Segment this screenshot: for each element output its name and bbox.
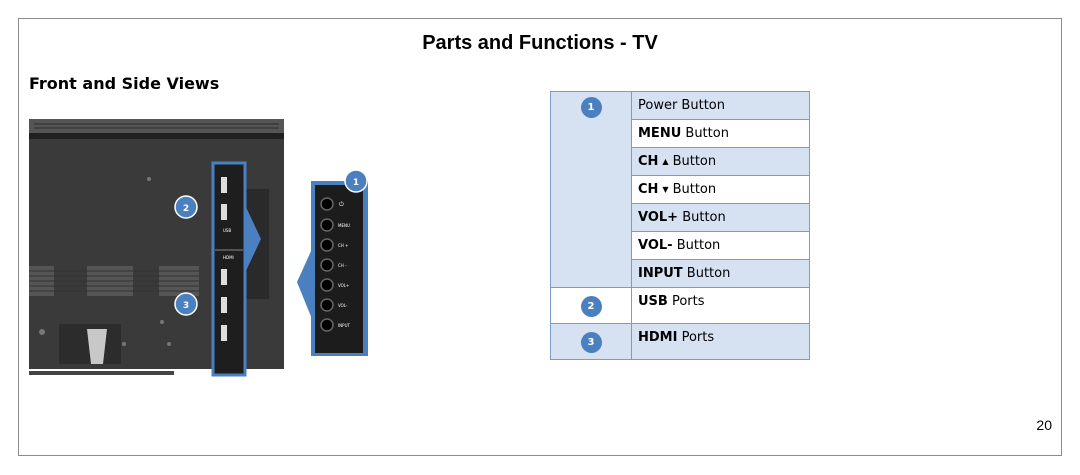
table-row: 2 USB Ports (550, 287, 810, 324)
table-row: VOL+ Button (551, 203, 810, 232)
part-label: CH▲Button (631, 147, 810, 176)
usb-port-label: USB (223, 228, 231, 233)
table-row: 1 Power Button (550, 91, 810, 288)
table-row: 3 HDMI Ports (550, 323, 810, 360)
port-panel (211, 161, 247, 377)
group-number-cell: 3 (550, 323, 632, 360)
tv-stand-neck (87, 329, 107, 364)
panel-label-menu: MENU (338, 223, 350, 228)
panel-label-ch-down: CH - (338, 263, 347, 268)
table-row: MENU Button (551, 119, 810, 148)
panel-label-input: INPUT (338, 323, 351, 328)
callout-badge-1: 1 (344, 169, 368, 193)
tv-rear-illustration: USB HDMI ⏻ MENU CH + CH - VOL+ VOL- INPU… (29, 119, 368, 377)
number-badge: 3 (580, 332, 602, 353)
part-label: VOL+ Button (631, 203, 810, 232)
group-number-cell: 2 (550, 287, 632, 324)
callout-badge-3: 3 (174, 292, 198, 316)
triangle-down-icon: ▼ (662, 185, 669, 194)
part-label: USB Ports (631, 287, 810, 324)
part-label: VOL- Button (631, 231, 810, 260)
callout-arrow-buttons (297, 249, 312, 319)
svg-text:2: 2 (183, 204, 189, 214)
part-label: HDMI Ports (631, 323, 810, 360)
page-title: Parts and Functions - TV (422, 32, 658, 54)
panel-label-vol-down: VOL- (338, 303, 348, 308)
part-label: MENU Button (631, 119, 810, 148)
number-badge: 2 (580, 296, 602, 317)
part-label: INPUT Button (631, 259, 810, 288)
section-heading: Front and Side Views (29, 74, 220, 93)
number-badge: 1 (580, 97, 602, 118)
table-row: CH▲Button (551, 147, 810, 176)
manual-page: Parts and Functions - TV Front and Side … (18, 18, 1062, 456)
table-row: CH▼Button (551, 175, 810, 204)
callout-arrow-ports (245, 205, 261, 273)
page-number: 20 (1036, 417, 1052, 433)
group-number-cell: 1 (550, 91, 632, 288)
svg-text:3: 3 (183, 301, 189, 311)
callout-badge-2: 2 (174, 195, 198, 219)
panel-label-vol-up: VOL+ (338, 283, 349, 288)
hdmi-port-label: HDMI (223, 255, 234, 260)
svg-text:1: 1 (353, 178, 359, 188)
table-row: INPUT Button (551, 259, 810, 288)
part-label: Power Button (631, 91, 810, 120)
parts-table: 1 Power Button MENU Button CH▲Button CH▼… (550, 91, 810, 360)
panel-label-ch-up: CH + (338, 243, 348, 248)
table-row: VOL- Button (551, 231, 810, 260)
power-symbol: ⏻ (339, 201, 344, 208)
triangle-up-icon: ▲ (662, 157, 669, 166)
part-label: CH▼Button (631, 175, 810, 204)
